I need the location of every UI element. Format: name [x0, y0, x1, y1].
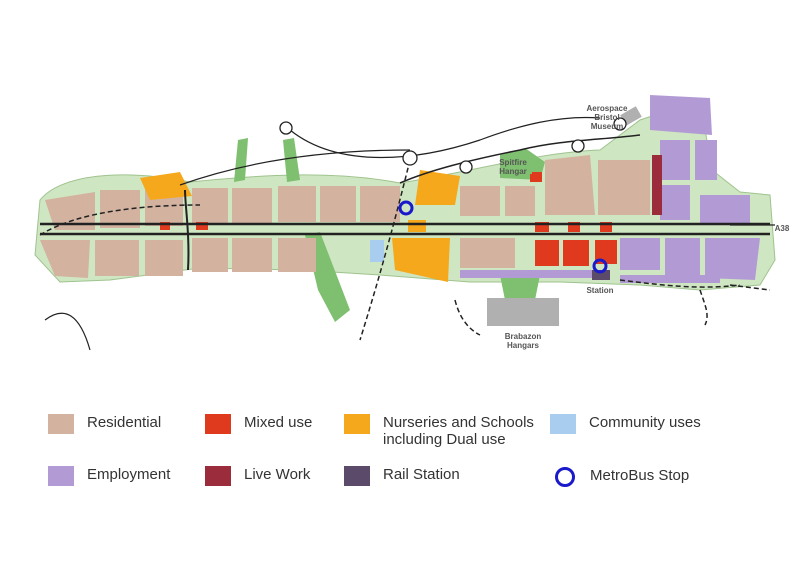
road-network	[40, 116, 775, 351]
site-masterplan-map	[34, 95, 776, 351]
rail-station-swatch	[344, 466, 370, 486]
legend-label: MetroBus Stop	[590, 467, 690, 484]
green-corridors	[234, 138, 545, 322]
rail-station-block	[592, 270, 610, 280]
metrobus-stop-icon	[555, 467, 575, 487]
aerospace-museum-label: Aerospace Bristol Museum	[586, 104, 628, 131]
legend-mixed-use: Mixed use	[205, 414, 312, 434]
metrobus-stop-marker	[398, 200, 414, 216]
legend-label: Residential	[87, 414, 162, 431]
community-swatch	[550, 414, 576, 434]
spitfire-hangar-building	[532, 172, 542, 180]
legend-label: Mixed use	[244, 414, 313, 431]
school-blocks	[140, 170, 460, 282]
legend-residential: Residential	[48, 414, 161, 434]
residential-swatch	[48, 414, 74, 434]
legend-metrobus: MetroBus Stop	[554, 467, 689, 487]
employment-blocks	[460, 95, 760, 283]
spitfire-hangar-label: Spitfire Hangar	[499, 158, 527, 176]
station-label: Station	[586, 286, 614, 295]
legend-label: Nurseries and Schools including Dual use	[383, 414, 534, 448]
live-work-swatch	[205, 466, 231, 486]
mixed-use-swatch	[205, 414, 231, 434]
a38-label: A38	[774, 224, 790, 233]
legend-label: Live Work	[244, 466, 311, 483]
legend-schools: Nurseries and Schools including Dual use	[344, 414, 534, 448]
legend-label: Rail Station	[383, 466, 460, 483]
legend-label: Employment	[87, 466, 171, 483]
legend-community: Community uses	[550, 414, 701, 434]
legend-live-work: Live Work	[205, 466, 310, 486]
brabazon-hangars-building	[487, 298, 559, 326]
legend-employment: Employment	[48, 466, 170, 486]
legend-label: Community uses	[589, 414, 701, 431]
live-work-block	[652, 155, 662, 215]
legend-rail-station: Rail Station	[344, 466, 460, 486]
mixed-use-blocks	[160, 174, 617, 266]
roundabouts	[279, 117, 627, 174]
community-block	[370, 240, 384, 262]
schools-swatch	[344, 414, 370, 434]
employment-swatch	[48, 466, 74, 486]
metrobus-stop-marker	[592, 258, 608, 274]
dashed-routes	[39, 159, 771, 341]
residential-blocks	[40, 155, 650, 278]
brabazon-hangars-label: Brabazon Hangars	[504, 332, 542, 350]
